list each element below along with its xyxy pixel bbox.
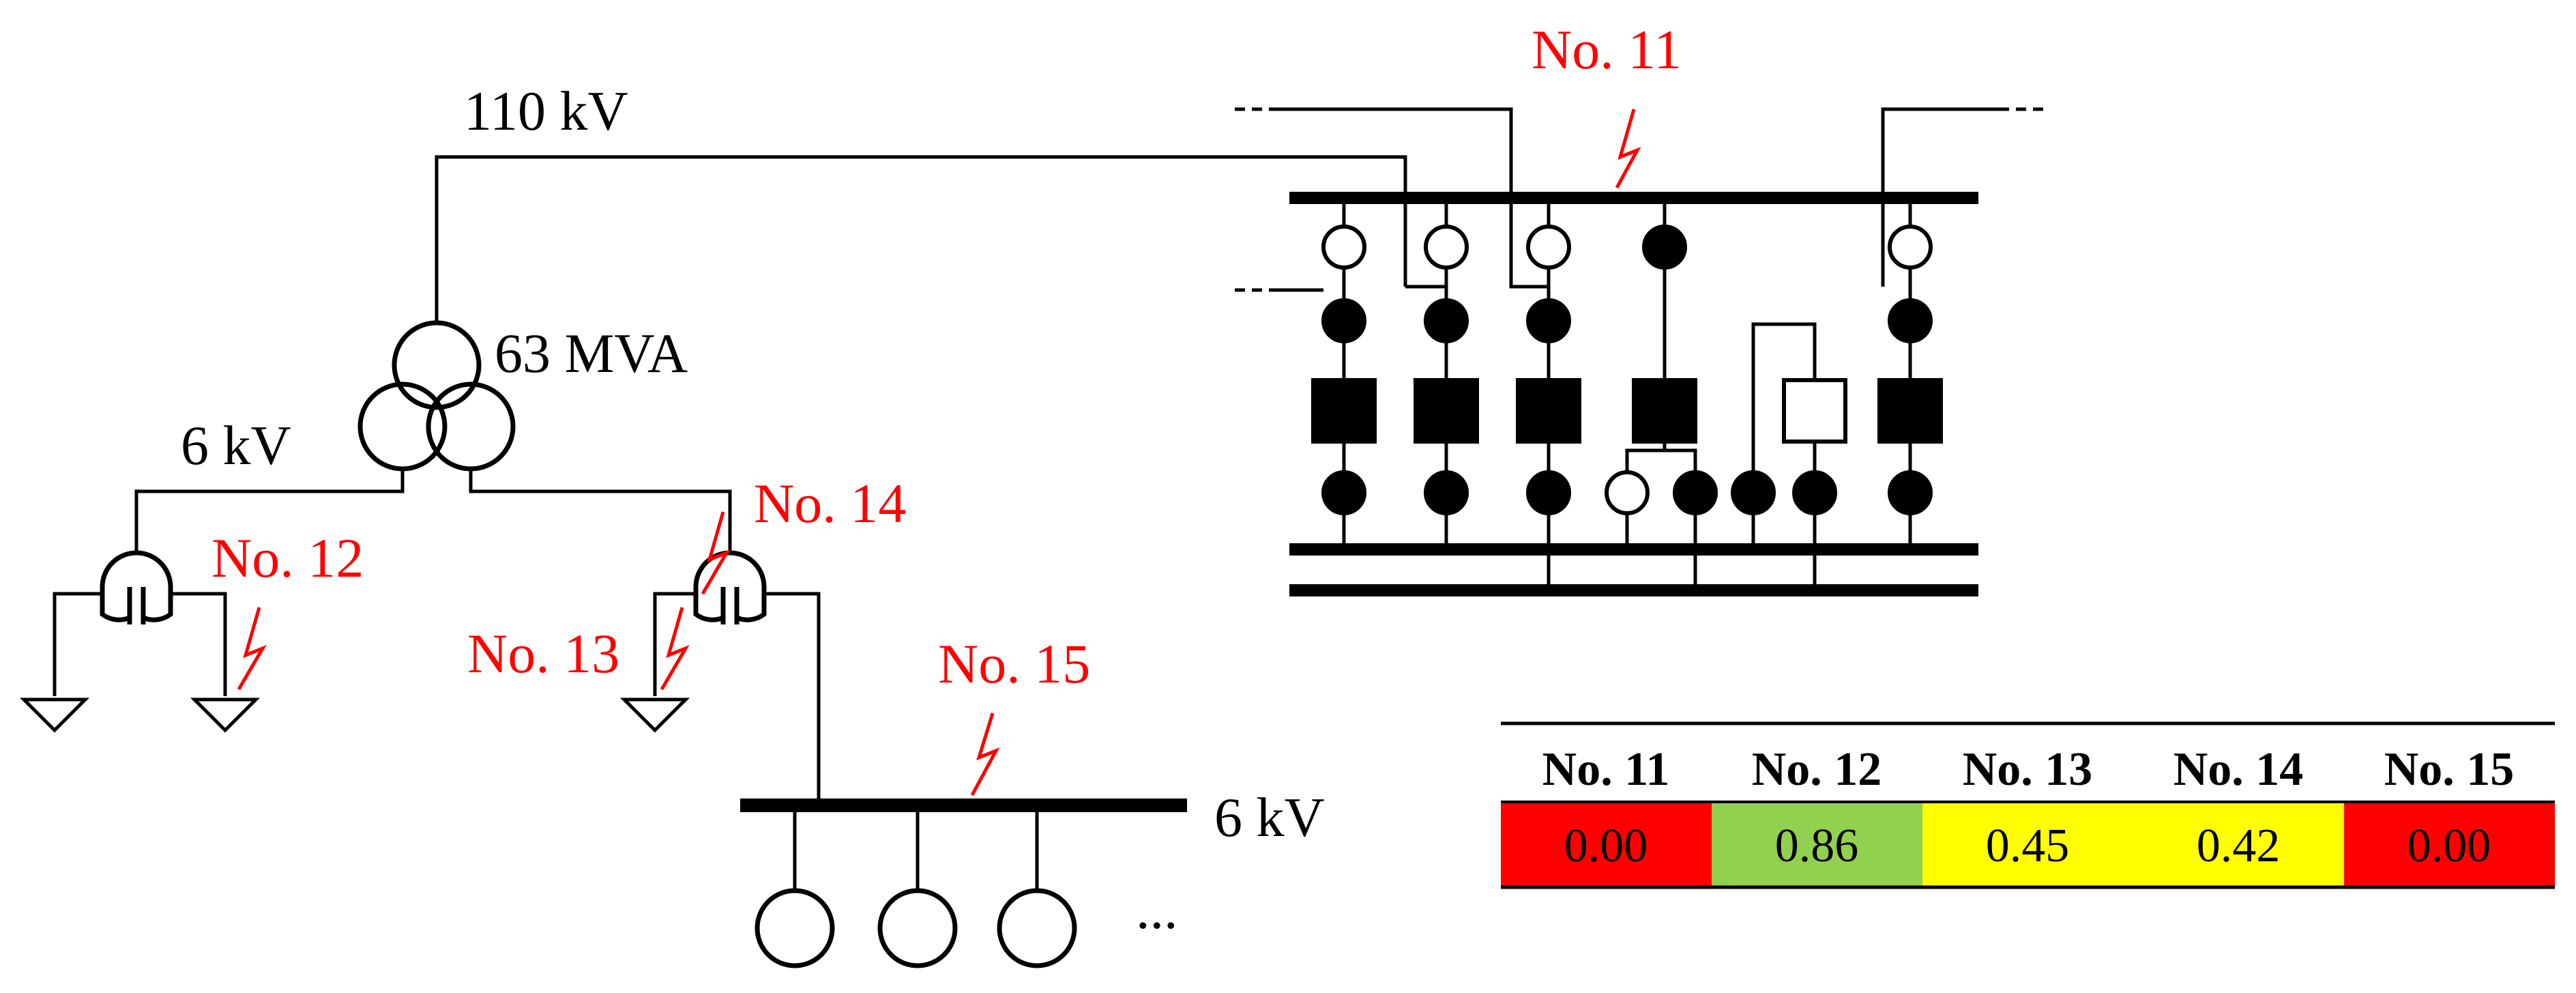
transformer-rating-label: 63 MVA <box>495 322 688 384</box>
table-value-row: 0.00 0.86 0.45 0.42 0.00 <box>1564 820 2491 872</box>
fault-15-icon <box>970 713 1000 796</box>
fault-label-15: No. 15 <box>938 633 1090 695</box>
fault-14-icon <box>701 511 731 595</box>
table-value-15: 0.00 <box>2407 820 2491 872</box>
lv-voltage-label: 6 kV <box>181 414 291 476</box>
fault-markers <box>237 109 1641 796</box>
table-header-13: No. 13 <box>1963 743 2093 796</box>
table-value-14: 0.42 <box>2197 820 2281 872</box>
fault-12-icon <box>237 607 267 691</box>
open-breaker <box>1782 378 1847 444</box>
table-cell-bg-15 <box>2344 802 2555 887</box>
open-disconnectors <box>1321 225 1933 515</box>
table-cell-bg-13 <box>1922 802 2133 887</box>
reactor-right-outputs <box>653 592 821 805</box>
fault-11-icon <box>1615 109 1641 189</box>
table-value-cells <box>1501 802 2555 887</box>
table-header-11: No. 11 <box>1542 743 1670 796</box>
motor-symbols <box>755 888 1077 968</box>
table-header-15: No. 15 <box>2384 743 2515 796</box>
table-header-14: No. 14 <box>2174 743 2304 796</box>
motor-ellipsis: ... <box>1136 878 1178 940</box>
reactor-left <box>100 550 173 624</box>
lv-feeder-lines <box>134 469 732 553</box>
fault-label-13: No. 13 <box>467 622 619 685</box>
substation-external-lines <box>1269 107 2009 292</box>
bus-voltage-label: 6 kV <box>1214 786 1325 848</box>
fault-label-11: No. 11 <box>1532 18 1682 81</box>
motor-feeders <box>793 805 1039 891</box>
table-cell-bg-11 <box>1501 802 1712 887</box>
table-value-12: 0.86 <box>1775 820 1859 872</box>
motor-1 <box>755 888 835 968</box>
fault-labels: No. 11 No. 12 No. 13 No. 14 No. 15 <box>211 18 1682 695</box>
table-cell-bg-14 <box>2133 802 2344 887</box>
ground-symbol-right <box>619 697 690 733</box>
closed-breakers <box>1311 378 1943 444</box>
line-continuation-dashes <box>1235 107 2043 292</box>
fault-13-icon <box>660 607 690 691</box>
motor-3 <box>997 888 1077 968</box>
fault-label-12: No. 12 <box>211 527 364 589</box>
ground-symbols-left <box>19 697 261 733</box>
fault-label-14: No. 14 <box>754 472 906 534</box>
results-table: No. 11 No. 12 No. 13 No. 14 No. 15 0.00 … <box>1501 721 2555 889</box>
closed-disconnectors <box>1321 225 1933 515</box>
reactor-left-outputs <box>53 592 227 696</box>
hv-connection-line <box>435 155 1407 321</box>
motor-2 <box>877 888 958 968</box>
table-header-12: No. 12 <box>1752 743 1882 796</box>
table-value-13: 0.45 <box>1986 820 2070 872</box>
transformer-symbol <box>357 320 516 472</box>
table-value-11: 0.00 <box>1564 820 1648 872</box>
table-cell-bg-12 <box>1712 802 1922 887</box>
hv-voltage-label: 110 kV <box>464 80 628 142</box>
table-header-row: No. 11 No. 12 No. 13 No. 14 No. 15 <box>1542 743 2515 796</box>
